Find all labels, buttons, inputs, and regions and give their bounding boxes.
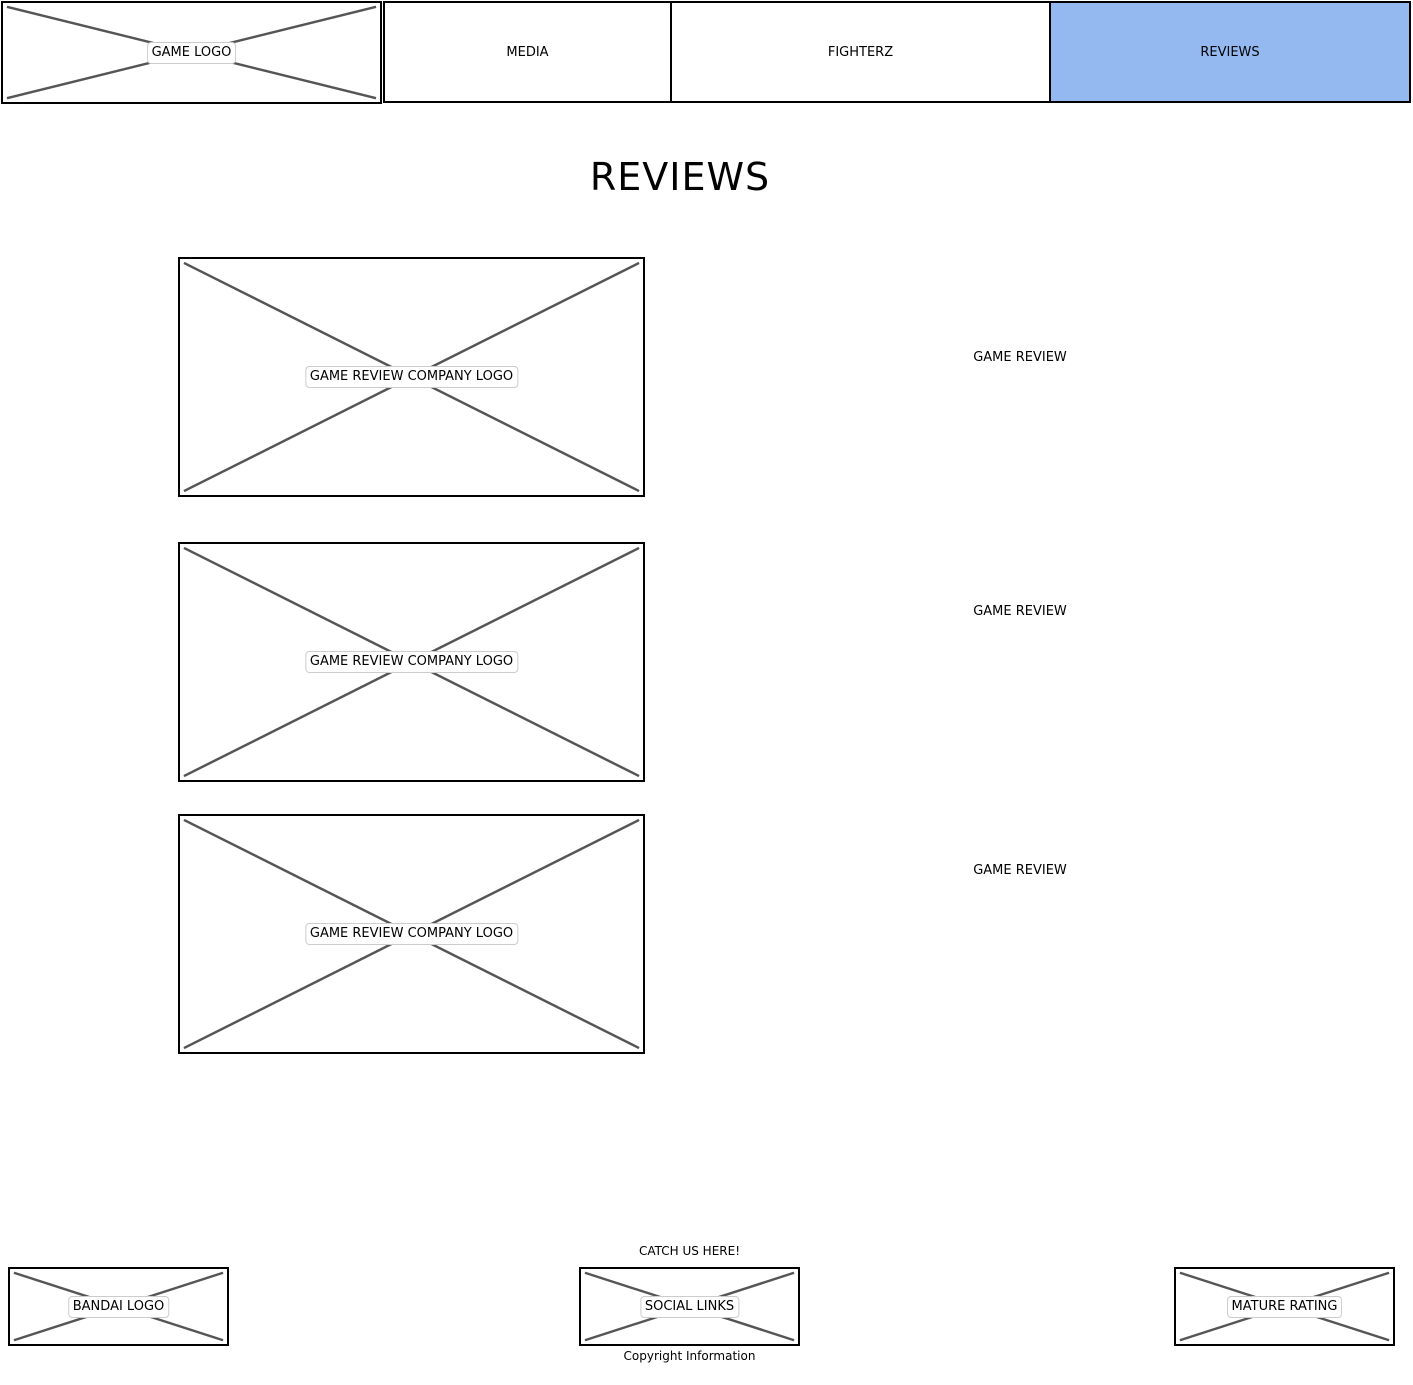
tab-fighterz-label: FIGHTERZ xyxy=(827,44,894,60)
tab-fighterz[interactable]: FIGHTERZ xyxy=(670,1,1051,103)
tab-reviews[interactable]: REVIEWS xyxy=(1049,1,1411,103)
review-company-logo-label: GAME REVIEW COMPANY LOGO xyxy=(304,651,519,673)
social-links-label: SOCIAL LINKS xyxy=(639,1295,740,1318)
social-links[interactable]: SOCIAL LINKS xyxy=(579,1267,800,1346)
copyright-info: Copyright Information xyxy=(623,1349,756,1363)
game-logo-label: GAME LOGO xyxy=(146,41,237,64)
bandai-logo[interactable]: BANDAI LOGO xyxy=(8,1267,229,1346)
review-company-logo[interactable]: GAME REVIEW COMPANY LOGO xyxy=(178,542,645,782)
game-review-text: GAME REVIEW xyxy=(973,350,1067,365)
catch-us-heading: CATCH US HERE! xyxy=(638,1244,741,1258)
bandai-logo-label: BANDAI LOGO xyxy=(67,1295,170,1318)
mature-rating[interactable]: MATURE RATING xyxy=(1174,1267,1395,1346)
review-company-logo-label: GAME REVIEW COMPANY LOGO xyxy=(304,366,519,388)
tab-reviews-label: REVIEWS xyxy=(1200,44,1260,60)
mature-rating-label: MATURE RATING xyxy=(1226,1295,1343,1318)
tab-media-label: MEDIA xyxy=(506,44,549,60)
game-review-text: GAME REVIEW xyxy=(973,604,1067,619)
page-title: REVIEWS xyxy=(589,155,771,199)
game-logo[interactable]: GAME LOGO xyxy=(1,1,382,104)
review-company-logo[interactable]: GAME REVIEW COMPANY LOGO xyxy=(178,814,645,1054)
tab-media[interactable]: MEDIA xyxy=(383,1,672,103)
review-company-logo[interactable]: GAME REVIEW COMPANY LOGO xyxy=(178,257,645,497)
review-company-logo-label: GAME REVIEW COMPANY LOGO xyxy=(304,923,519,945)
game-review-text: GAME REVIEW xyxy=(973,863,1067,878)
